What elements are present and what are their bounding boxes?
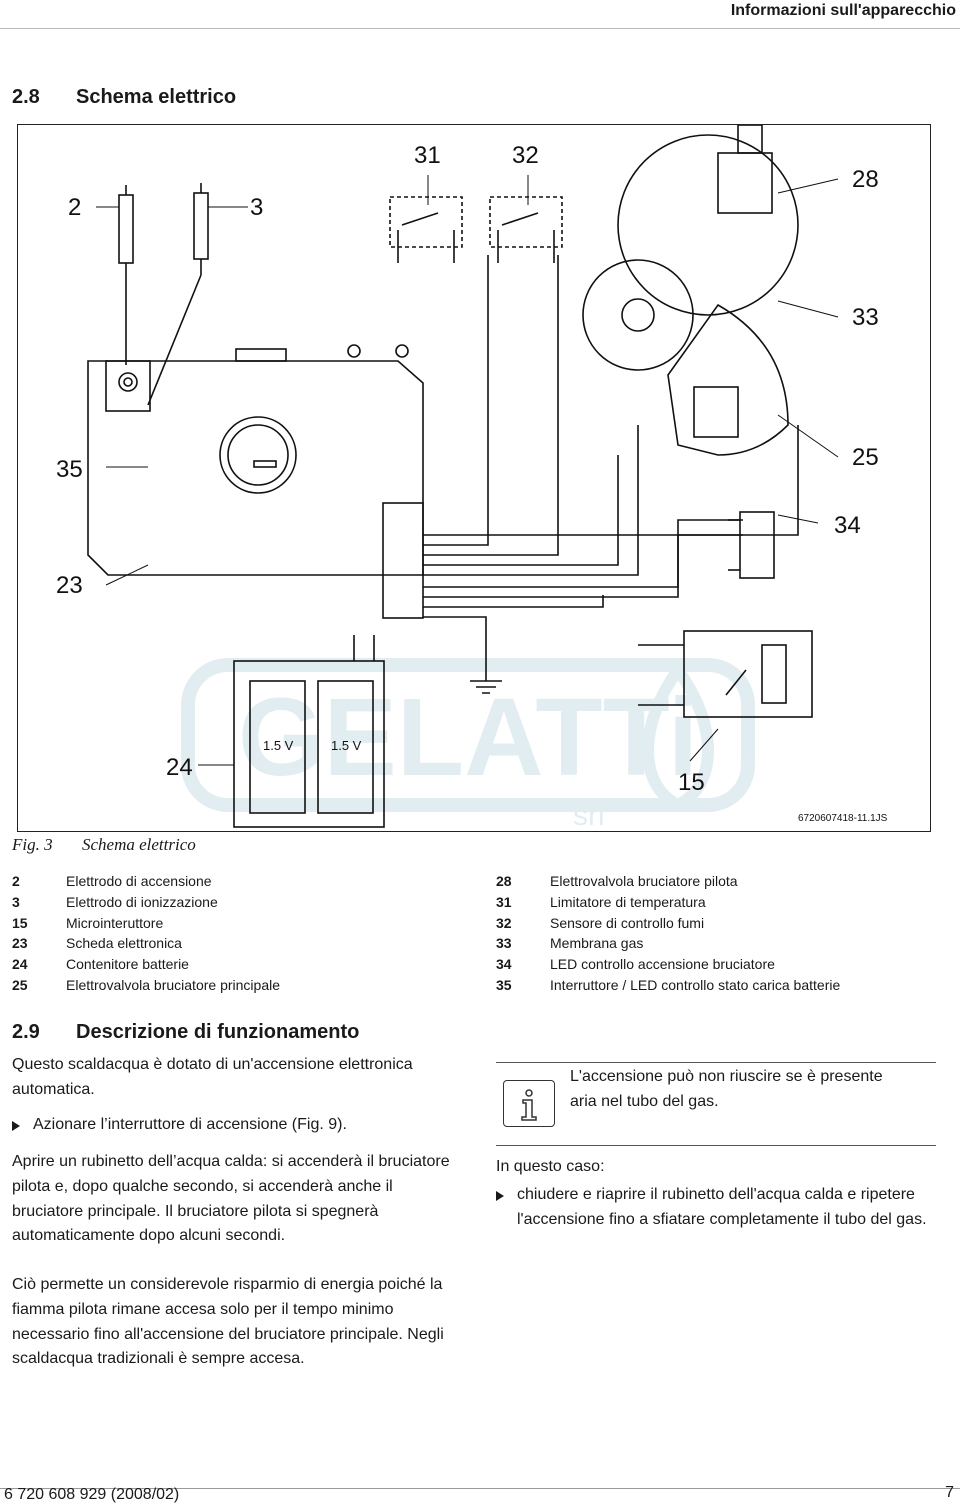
legend-item: 33 Membrana gas (496, 933, 956, 954)
legend-item: 24 Contenitore batterie (12, 954, 452, 975)
legend-num: 15 (12, 914, 28, 931)
paragraph-intro: Questo scaldacqua è dotato di un'accensi… (12, 1056, 413, 1098)
section-heading-2-8: 2.8 Schema elettrico (12, 86, 236, 109)
callout-3: 3 (250, 194, 263, 221)
legend-label: Contenitore batterie (66, 956, 189, 973)
watermark-sub: srl (573, 799, 605, 831)
legend-item: 32 Sensore di controllo fumi (496, 913, 956, 934)
legend-label: Interruttore / LED controllo stato caric… (550, 976, 841, 993)
wiring-diagram-svg: GELATTi srl (56, 125, 888, 831)
legend-left: 2 Elettrodo di accensione 3 Elettrodo di i… (12, 871, 452, 996)
bullet-text: Azionare l’interruttore di accensione (F… (33, 1116, 347, 1133)
legend-num: 35 (496, 976, 512, 993)
legend-num: 33 (496, 935, 512, 952)
legend-num: 24 (12, 956, 28, 973)
legend-num: 28 (496, 873, 512, 889)
callout-15: 15 (678, 769, 705, 796)
legend-item: 23 Scheda elettronica (12, 933, 452, 954)
legend-item: 31 Limitatore di temperatura (496, 892, 956, 913)
bullet-text: chiudere e riaprire il rubinetto dell'ac… (517, 1186, 927, 1228)
battery-label-1: 1.5 V (263, 738, 294, 753)
callout-23: 23 (56, 572, 83, 599)
callout-25: 25 (852, 444, 879, 471)
footer-divider (0, 1488, 960, 1489)
section-number: 2.9 (12, 1021, 40, 1043)
page-number: 7 (945, 1484, 954, 1501)
case-intro: In questo caso: (496, 1158, 605, 1175)
callout-32: 32 (512, 142, 539, 169)
legend-label: Scheda elettronica (66, 935, 182, 952)
page-header (0, 0, 960, 26)
legend-item: 34 LED controllo accensione bruciatore (496, 954, 956, 975)
legend-num: 34 (496, 956, 512, 973)
legend-label: Elettrovalvola bruciatore principale (66, 976, 280, 993)
drawing-code: 6720607418-11.1JS (798, 813, 888, 824)
caption-text: Schema elettrico (82, 835, 196, 854)
bullet-triangle-icon (12, 1121, 20, 1131)
section-number: 2.8 (12, 86, 40, 108)
legend-item: 35 Interruttore / LED controllo stato car… (496, 975, 956, 996)
note-bottom-rule (496, 1145, 936, 1146)
legend-item: 28 Elettrovalvola bruciatore pilota (496, 871, 956, 892)
legend-label: Elettrodo di accensione (66, 873, 212, 889)
callout-35: 35 (56, 456, 83, 483)
paragraph-saving: Ciò permette un considerevole risparmio … (12, 1276, 444, 1368)
header-divider (0, 28, 960, 29)
legend-label: Elettrodo di ionizzazione (66, 893, 218, 910)
bullet-triangle-icon (496, 1191, 504, 1201)
callout-31: 31 (414, 142, 441, 169)
legend-label: Microinteruttore (66, 914, 164, 931)
watermark-text: GELATTi (238, 676, 698, 799)
legend-item: 15 Microinteruttore (12, 913, 452, 934)
section-title: Schema elettrico (76, 86, 237, 108)
legend-item: 2 Elettrodo di accensione (12, 871, 452, 892)
legend-num: 2 (12, 873, 20, 889)
callout-24: 24 (166, 754, 193, 781)
legend-num: 3 (12, 893, 20, 910)
legend-item: 3 Elettrodo di ionizzazione (12, 892, 452, 913)
legend-label: Sensore di controllo fumi (550, 914, 705, 931)
legend-label: LED controllo accensione bruciatore (550, 956, 775, 973)
callout-34: 34 (834, 512, 861, 539)
document-code: 6 720 608 929 (2008/02) (4, 1486, 180, 1503)
legend-item: 25 Elettrovalvola bruciatore principale (12, 975, 452, 996)
callout-28: 28 (852, 166, 879, 193)
caption-label: Fig. 3 (12, 835, 53, 854)
callout-33: 33 (852, 304, 879, 331)
legend-label: Limitatore di temperatura (550, 893, 706, 910)
legend-right: 28 Elettrovalvola bruciatore pilota 31 Lim… (496, 871, 956, 996)
watermark-logo: GELATTi srl (181, 658, 755, 831)
section-heading-2-9: 2.9 Descrizione di funzionamento (12, 1021, 359, 1044)
legend-num: 31 (496, 893, 512, 910)
legend-label: Elettrovalvola bruciatore pilota (550, 873, 738, 889)
info-icon (503, 1080, 555, 1127)
section-title: Descrizione di funzionamento (76, 1021, 360, 1043)
legend-label: Membrana gas (550, 935, 644, 952)
battery-label-2: 1.5 V (331, 738, 362, 753)
legend-num: 25 (12, 976, 28, 993)
paragraph-operation: Aprire un rubinetto dell’acqua calda: si… (12, 1153, 450, 1245)
header-title: Informazioni sull'apparecchio (730, 2, 956, 19)
note-top-rule (496, 1062, 936, 1063)
legend-num: 23 (12, 935, 28, 952)
callout-2: 2 (68, 194, 81, 221)
legend-num: 32 (496, 914, 512, 931)
wiring-diagram: GELATTi srl (17, 124, 931, 832)
figure-caption: Fig. 3 Schema elettrico (12, 835, 196, 855)
note-text: L'accensione può non riuscire se è prese… (570, 1068, 883, 1110)
